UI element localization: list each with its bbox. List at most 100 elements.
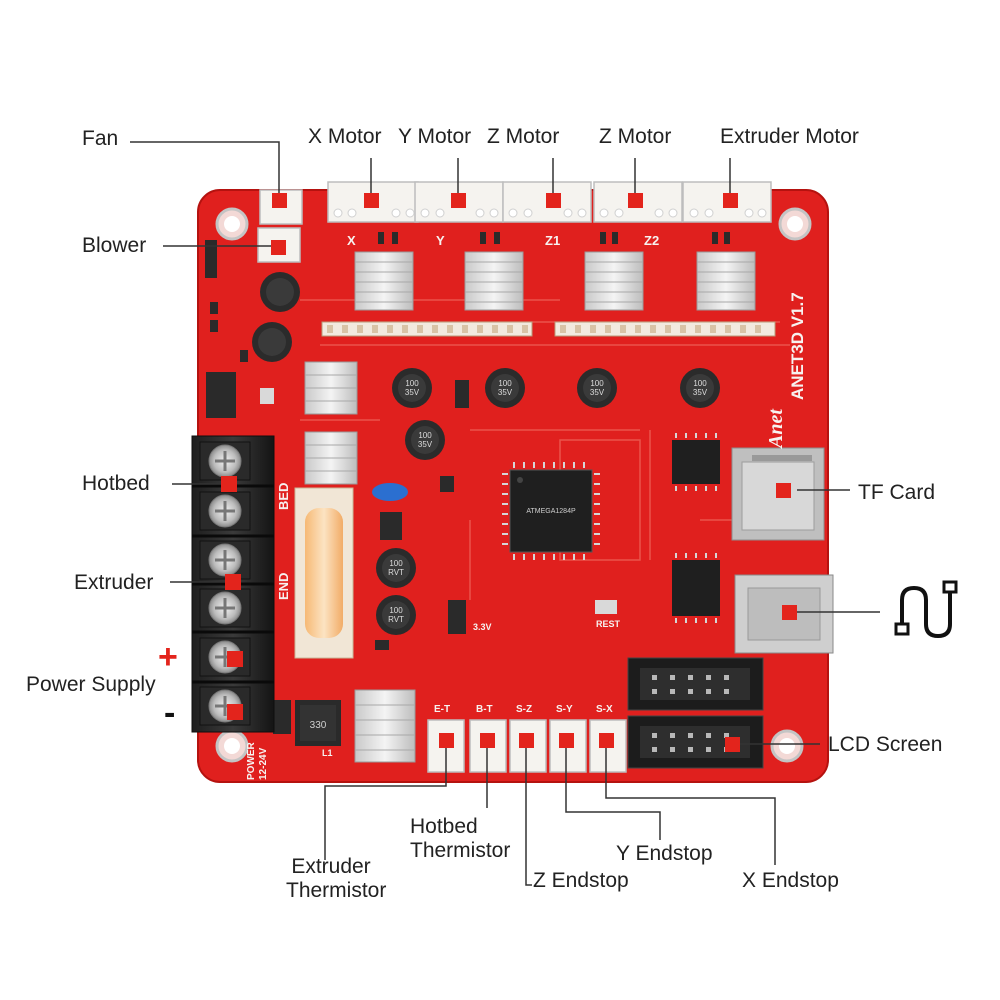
capacitor-value: 100: [693, 379, 707, 388]
capacitor: [376, 595, 416, 635]
brand-logo: Anet: [765, 408, 787, 450]
marker-usb: [782, 605, 797, 620]
inductor-value: 330: [310, 720, 327, 731]
board-model-text: ANET3D V1.7: [788, 292, 807, 400]
marker-power-plus: [227, 651, 243, 667]
lcd-header-2: [627, 715, 764, 769]
label-extruder: Extruder: [74, 571, 154, 594]
capacitor-value: 100: [389, 559, 403, 568]
marker-x-motor: [364, 193, 379, 208]
label-fan: Fan: [82, 127, 119, 150]
capacitor-value: 100: [405, 379, 419, 388]
marker-hotbed-thermistor: [480, 733, 495, 748]
capacitor-voltage: 35V: [693, 388, 708, 397]
label-lcd-screen: LCD Screen: [828, 733, 943, 756]
silk-3v3: 3.3V: [473, 622, 492, 632]
marker-blower: [271, 240, 286, 255]
silk-end: END: [276, 573, 291, 600]
label-x-motor: X Motor: [308, 125, 382, 148]
mounting-hole: [215, 207, 249, 241]
x-driver-heatsink: [354, 251, 414, 311]
x-endstop-connector: [589, 719, 627, 773]
capacitor: [485, 368, 525, 408]
capacitor-voltage: 35V: [405, 388, 420, 397]
marker-z-endstop: [519, 733, 534, 748]
label-z-motor-2: Z Motor: [599, 125, 672, 148]
capacitor: [392, 368, 432, 408]
fuse: [294, 487, 354, 659]
label-power-supply: Power Supply: [26, 673, 156, 696]
marker-extruder: [225, 574, 241, 590]
marker-fan: [272, 193, 287, 208]
markers: [221, 193, 797, 752]
label-z-motor-1: Z Motor: [487, 125, 560, 148]
label-x-endstop: X Endstop: [742, 869, 839, 892]
capacitor-voltage: 35V: [418, 440, 433, 449]
label-extruder-thermistor-line1: Extruder: [291, 855, 371, 878]
capacitor: [376, 548, 416, 588]
label-hotbed-thermistor-line1: Hotbed: [410, 815, 478, 838]
z-endstop-connector: [509, 719, 547, 773]
label-z-endstop: Z Endstop: [533, 869, 629, 892]
marker-hotbed: [221, 476, 237, 492]
marker-lcd-screen: [725, 737, 740, 752]
capacitor-voltage: 35V: [590, 388, 605, 397]
marker-x-endstop: [599, 733, 614, 748]
tf-card-slot: [731, 447, 825, 541]
lcd-header-1: [627, 657, 764, 711]
leader-lines: [130, 141, 880, 886]
silk-l1: L1: [322, 748, 333, 758]
capacitor-value: 100: [389, 606, 403, 615]
label-y-endstop: Y Endstop: [616, 842, 713, 865]
marker-tf-card: [776, 483, 791, 498]
marker-extruder-thermistor: [439, 733, 454, 748]
capacitor-value: 100: [498, 379, 512, 388]
label-hotbed-thermistor-line2: Thermistor: [410, 839, 511, 863]
marker-extruder-motor: [723, 193, 738, 208]
capacitor-value: 100: [418, 431, 432, 440]
label-blower: Blower: [82, 234, 147, 257]
marker-power-minus: [227, 704, 243, 720]
z1-motor-connector: [502, 181, 592, 223]
serial-chip: [672, 440, 720, 484]
regulator-heatsink: [354, 689, 416, 763]
diode: [273, 700, 291, 734]
silk-s-y: S-Y: [556, 704, 573, 715]
capacitor-brand: RVT: [388, 615, 404, 624]
marker-y-endstop: [559, 733, 574, 748]
silk-rest: REST: [596, 619, 621, 629]
capacitor-value: 100: [590, 379, 604, 388]
capacitor-voltage: 35V: [498, 388, 513, 397]
z-driver-heatsink: [584, 251, 644, 311]
chip-marking: ATMEGA1284P: [526, 508, 576, 515]
label-hotbed: Hotbed: [82, 472, 150, 495]
e-driver-heatsink: [696, 251, 756, 311]
pcb-board: 100 35V 100 35V 100 35V 100 35V 100 35V …: [191, 181, 834, 783]
silk-e-t: E-T: [434, 704, 450, 715]
mounting-hole: [778, 207, 812, 241]
capacitor-brand: RVT: [388, 568, 404, 577]
silk-s-x: S-X: [596, 704, 613, 715]
capacitor: [680, 368, 720, 408]
silk-power: POWER: [246, 741, 257, 780]
capacitor: [577, 368, 617, 408]
label-extruder-thermistor-line2: Thermistor: [286, 879, 387, 903]
capacitor: [260, 272, 300, 312]
plus-sign: +: [158, 638, 178, 676]
y-driver-heatsink: [464, 251, 524, 311]
marker-z-motor-1: [546, 193, 561, 208]
minus-sign: -: [164, 694, 176, 732]
capacitor: [405, 420, 445, 460]
capacitor: [252, 322, 292, 362]
mounting-hole: [215, 729, 249, 763]
inductor: 330: [295, 700, 341, 746]
ceramic-capacitor: [372, 483, 408, 501]
silk-b-t: B-T: [476, 704, 493, 715]
silk-bed: BED: [276, 483, 291, 510]
label-hotbed-thermistor: Hotbed Thermistor: [410, 815, 510, 863]
label-y-motor: Y Motor: [398, 125, 472, 148]
usb-chip: [672, 560, 720, 616]
silk-x: X: [347, 233, 356, 248]
label-tf-card: TF Card: [858, 481, 936, 504]
